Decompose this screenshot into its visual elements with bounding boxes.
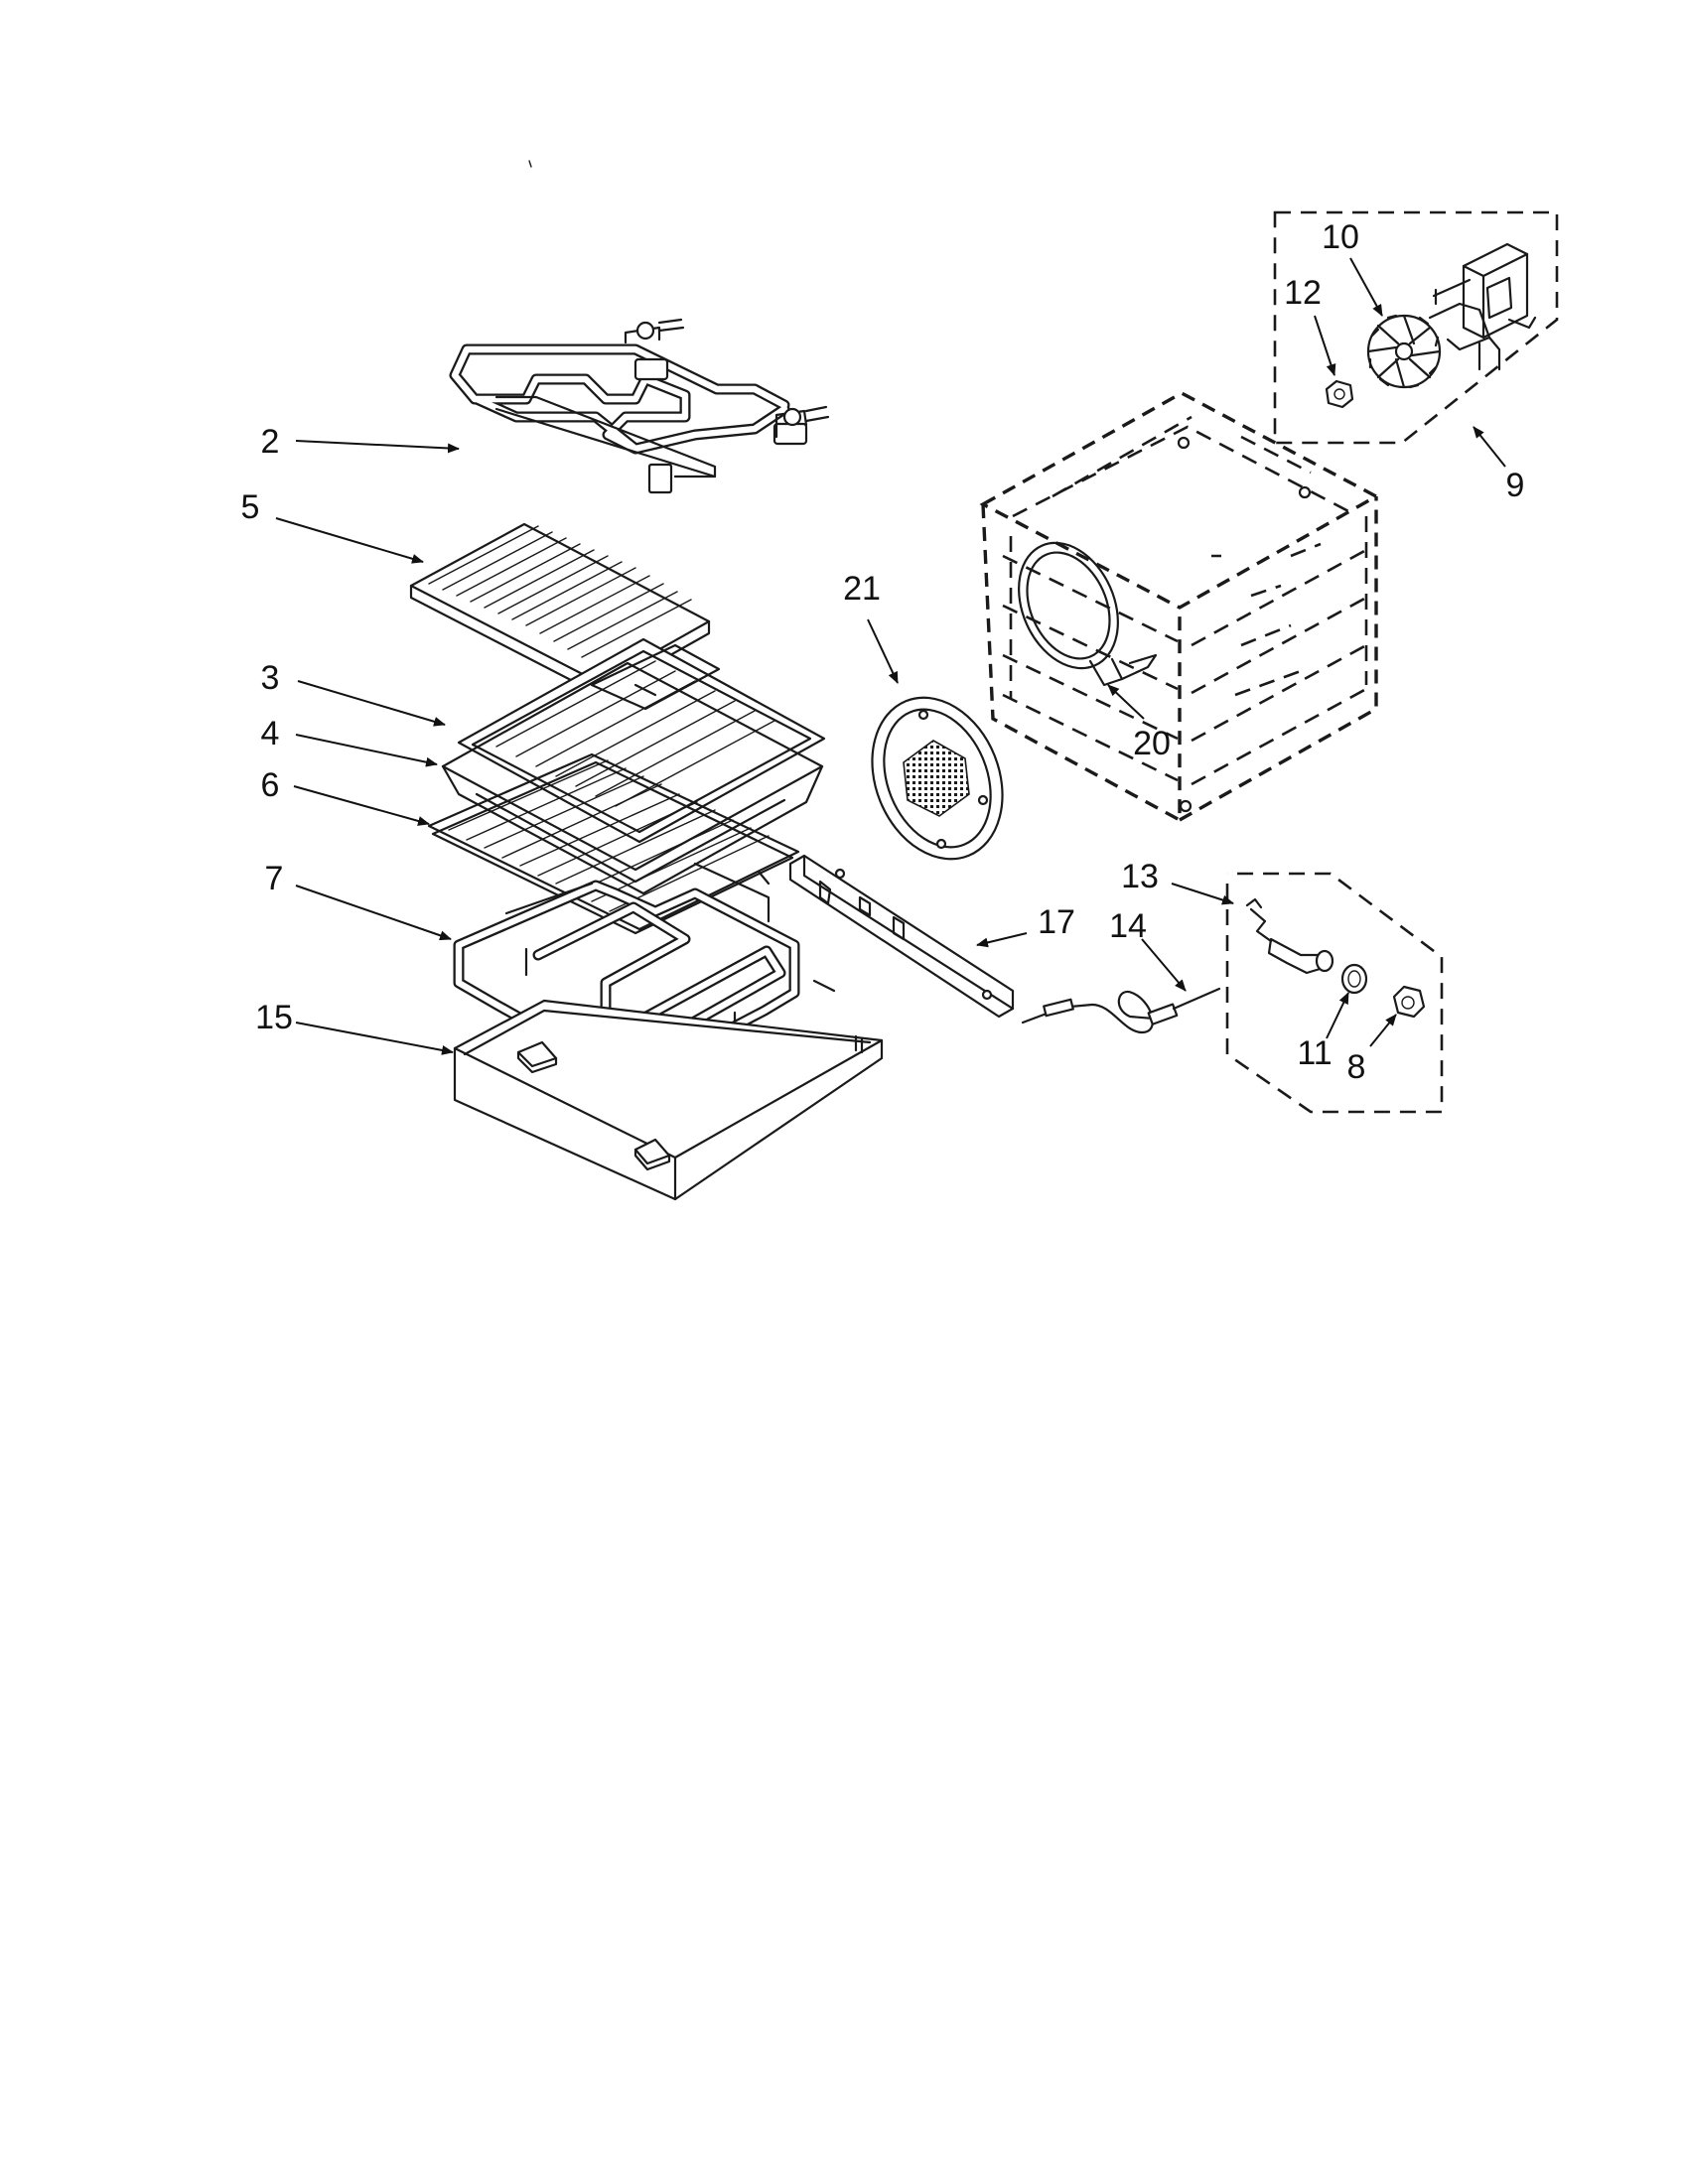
leader-21 xyxy=(867,618,899,684)
leader-6 xyxy=(293,785,430,826)
callout-15: 15 xyxy=(255,999,293,1036)
callout-leaders xyxy=(275,257,1506,1055)
leader-7 xyxy=(295,885,452,941)
part-8-nut xyxy=(1392,985,1426,1019)
part-3-broiler-pan-grid xyxy=(457,637,826,844)
callout-12: 12 xyxy=(1284,274,1322,312)
leader-14 xyxy=(1141,938,1187,992)
convection-ring xyxy=(1018,541,1158,687)
callout-6: 6 xyxy=(261,766,280,804)
leader-9 xyxy=(1473,426,1506,468)
callout-7: 7 xyxy=(265,860,284,897)
leader-15 xyxy=(295,1022,454,1055)
callout-21: 21 xyxy=(843,570,881,608)
leader-10 xyxy=(1349,257,1383,317)
leader-20 xyxy=(1107,684,1145,720)
leader-5 xyxy=(275,517,424,564)
callout-4: 4 xyxy=(261,715,280,752)
callout-8: 8 xyxy=(1347,1048,1366,1086)
oven-cavity-reference xyxy=(979,391,1380,823)
callout-13: 13 xyxy=(1121,858,1159,895)
sensor-body xyxy=(1245,897,1334,975)
leader-8 xyxy=(1369,1014,1397,1047)
leader-3 xyxy=(297,680,446,727)
part-11-washer xyxy=(1340,963,1368,995)
part-2-broil-element xyxy=(449,318,830,494)
callout-20: 20 xyxy=(1133,725,1171,762)
callout-11: 11 xyxy=(1297,1034,1332,1072)
callout-9: 9 xyxy=(1506,467,1525,504)
callout-5: 5 xyxy=(241,488,260,526)
callout-labels: 2 3 4 5 6 7 8 9 10 11 12 13 14 15 17 20 … xyxy=(241,218,1525,1086)
part-17-side-bracket xyxy=(788,854,1015,1019)
part-12-nut xyxy=(1325,379,1354,409)
fan-motor xyxy=(1428,242,1537,371)
stray-mark xyxy=(528,160,532,168)
part-9-fan-motor-group xyxy=(1273,210,1559,445)
part-13-sensor-group xyxy=(1225,872,1444,1114)
leader-12 xyxy=(1314,315,1336,376)
leader-4 xyxy=(295,734,438,767)
part-15-bottom-pan xyxy=(453,999,884,1201)
part-14-meat-probe xyxy=(1021,987,1221,1034)
callout-14: 14 xyxy=(1109,907,1147,945)
callout-3: 3 xyxy=(261,659,280,697)
part-10-fan-blade xyxy=(1366,314,1442,389)
leader-2 xyxy=(295,440,460,454)
part-21-fan-baffle xyxy=(871,696,1004,861)
leader-11 xyxy=(1326,992,1349,1039)
callout-17: 17 xyxy=(1038,903,1075,941)
callout-10: 10 xyxy=(1322,218,1359,256)
callout-2: 2 xyxy=(261,423,280,461)
leader-17 xyxy=(976,932,1028,948)
leader-13 xyxy=(1171,883,1234,905)
